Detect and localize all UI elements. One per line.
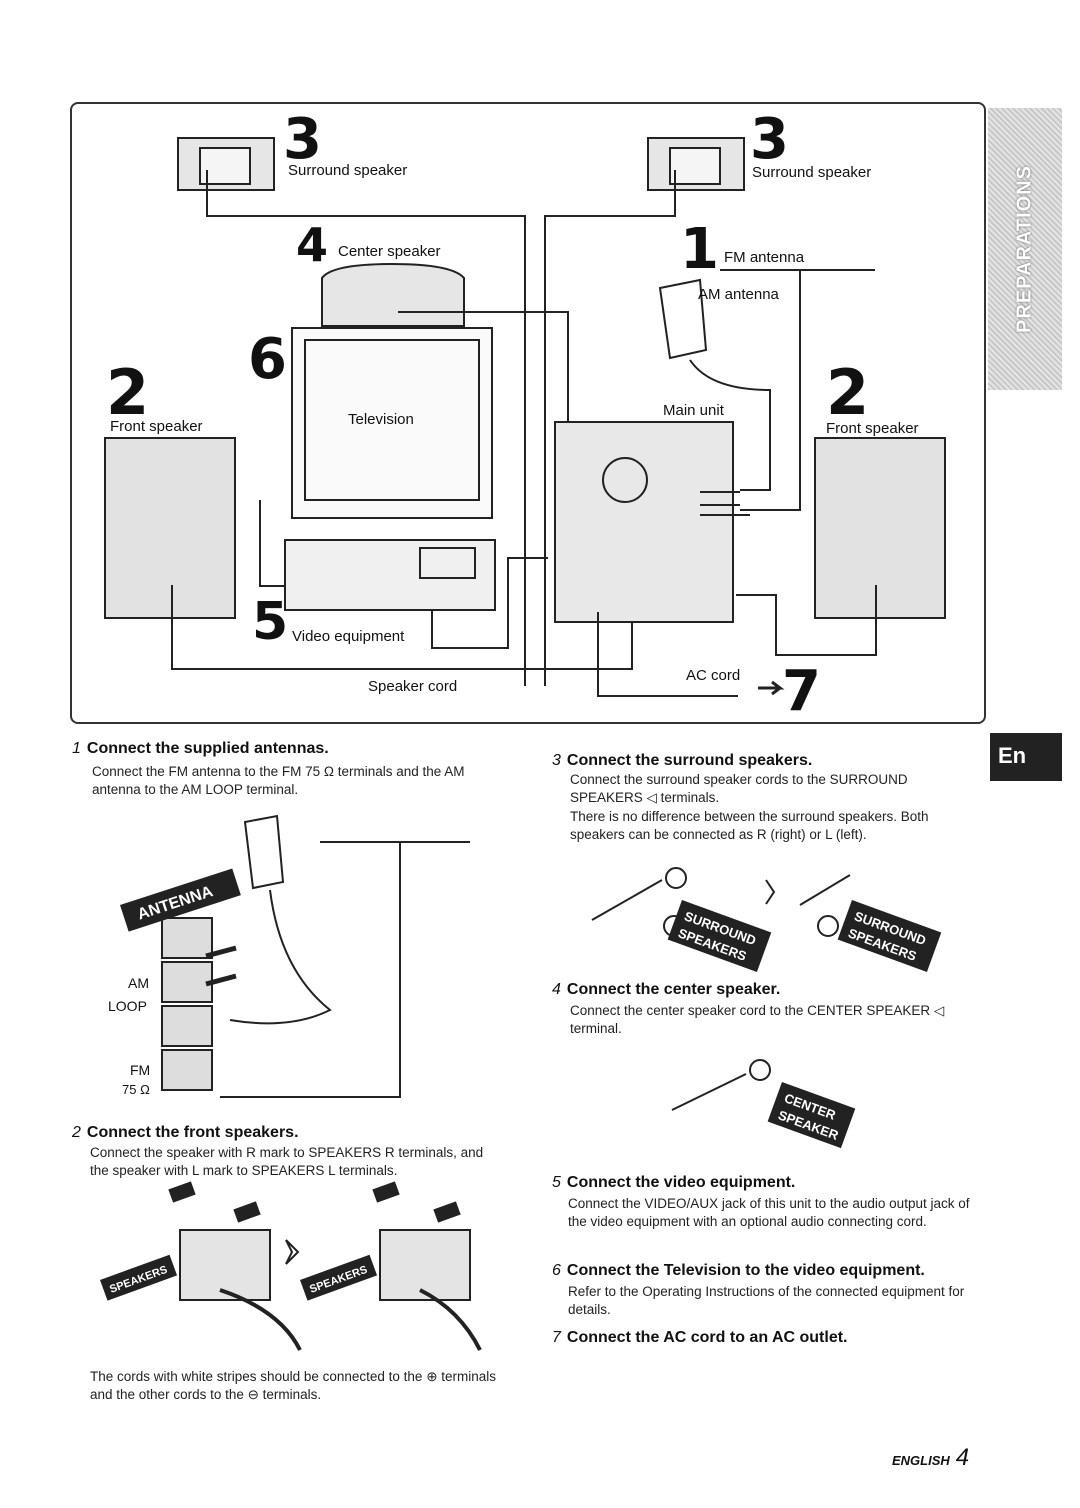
loop-terminal-label: LOOP: [108, 998, 147, 1014]
section-body: Connect the speaker with R mark to SPEAK…: [90, 1145, 484, 1178]
section-number: 1: [72, 740, 81, 757]
terminal-note: The cords with white stripes should be c…: [90, 1369, 497, 1402]
section-title: Connect the Television to the video equi…: [566, 1262, 925, 1279]
surround-speaker-label: Surround speaker: [752, 164, 872, 181]
television-label: Television: [348, 411, 414, 428]
main-unit-label: Main unit: [663, 402, 724, 419]
section-number: 5: [552, 1174, 561, 1191]
step-number: 3: [283, 107, 322, 172]
section-tab: PREPARATIONS: [988, 108, 1062, 390]
fm-terminal-label: FM: [130, 1062, 151, 1078]
section-title: Connect the front speakers.: [86, 1124, 299, 1141]
center-speaker: [321, 262, 465, 327]
page-footer: ENGLISH 4: [892, 1444, 969, 1472]
center-speaker-label: Center speaker: [338, 243, 441, 260]
step-number: 1: [680, 217, 719, 282]
step-number: 4: [296, 218, 329, 272]
ac-cord-label: AC cord: [686, 667, 741, 684]
fm-antenna-label: FM antenna: [724, 249, 805, 266]
speaker-cord-label: Speaker cord: [368, 678, 458, 695]
section-heading: 3 Connect the surround speakers.: [552, 752, 812, 770]
page-number: 4: [955, 1444, 970, 1471]
section-title: Connect the AC cord to an AC outlet.: [566, 1329, 848, 1346]
footer-language: ENGLISH: [892, 1453, 950, 1468]
section-title: Connect the surround speakers.: [566, 752, 813, 769]
section-number: 2: [72, 1124, 81, 1141]
video-equipment-label: Video equipment: [292, 628, 405, 645]
section-body: Connect the FM antenna to the FM 75 Ω te…: [92, 764, 465, 797]
am-loop: [658, 278, 708, 360]
language-tab: En: [990, 733, 1062, 781]
front-speaker-label: Front speaker: [826, 420, 919, 437]
front-speaker-label: Front speaker: [110, 418, 203, 435]
step-number: 3: [750, 107, 789, 172]
step-number: 2: [106, 356, 150, 429]
section-number: 4: [552, 981, 561, 998]
language-tab-label: En: [998, 743, 1027, 768]
section-body: There is no difference between the surro…: [570, 809, 929, 842]
section-body: Connect the center speaker cord to the C…: [570, 1003, 945, 1036]
step-number: 7: [782, 659, 821, 724]
step-number: 5: [252, 592, 289, 652]
am-antenna-label: AM antenna: [698, 286, 779, 303]
main-unit: [554, 421, 734, 623]
section-number: 3: [552, 752, 561, 769]
step-number: 6: [248, 327, 287, 392]
section-title: Connect the supplied antennas.: [86, 740, 329, 757]
section-body: Connect the VIDEO/AUX jack of this unit …: [568, 1196, 970, 1229]
step-number: 2: [826, 356, 870, 429]
section-heading: 5 Connect the video equipment.: [552, 1174, 795, 1192]
connection-diagram: [70, 102, 986, 724]
section-heading: 2 Connect the front speakers.: [72, 1124, 299, 1142]
section-heading: 1 Connect the supplied antennas.: [72, 740, 329, 758]
section-heading: 6 Connect the Television to the video equ…: [552, 1262, 925, 1280]
section-body: Connect the surround speaker cords to th…: [570, 772, 908, 805]
front-speaker-right: [814, 437, 946, 619]
surround-speaker-label: Surround speaker: [288, 162, 408, 179]
section-title: Connect the center speaker.: [566, 981, 781, 998]
television: [291, 327, 493, 519]
section-body: Refer to the Operating Instructions of t…: [568, 1284, 965, 1317]
am-terminal-label: AM: [128, 975, 149, 991]
section-number: 6: [552, 1262, 561, 1279]
section-heading: 7 Connect the AC cord to an AC outlet.: [552, 1329, 848, 1347]
ohm-terminal-label: 75 Ω: [122, 1082, 150, 1097]
section-number: 7: [552, 1329, 561, 1346]
section-title: Connect the video equipment.: [566, 1174, 796, 1191]
section-heading: 4 Connect the center speaker.: [552, 981, 780, 999]
front-speaker-left: [104, 437, 236, 619]
